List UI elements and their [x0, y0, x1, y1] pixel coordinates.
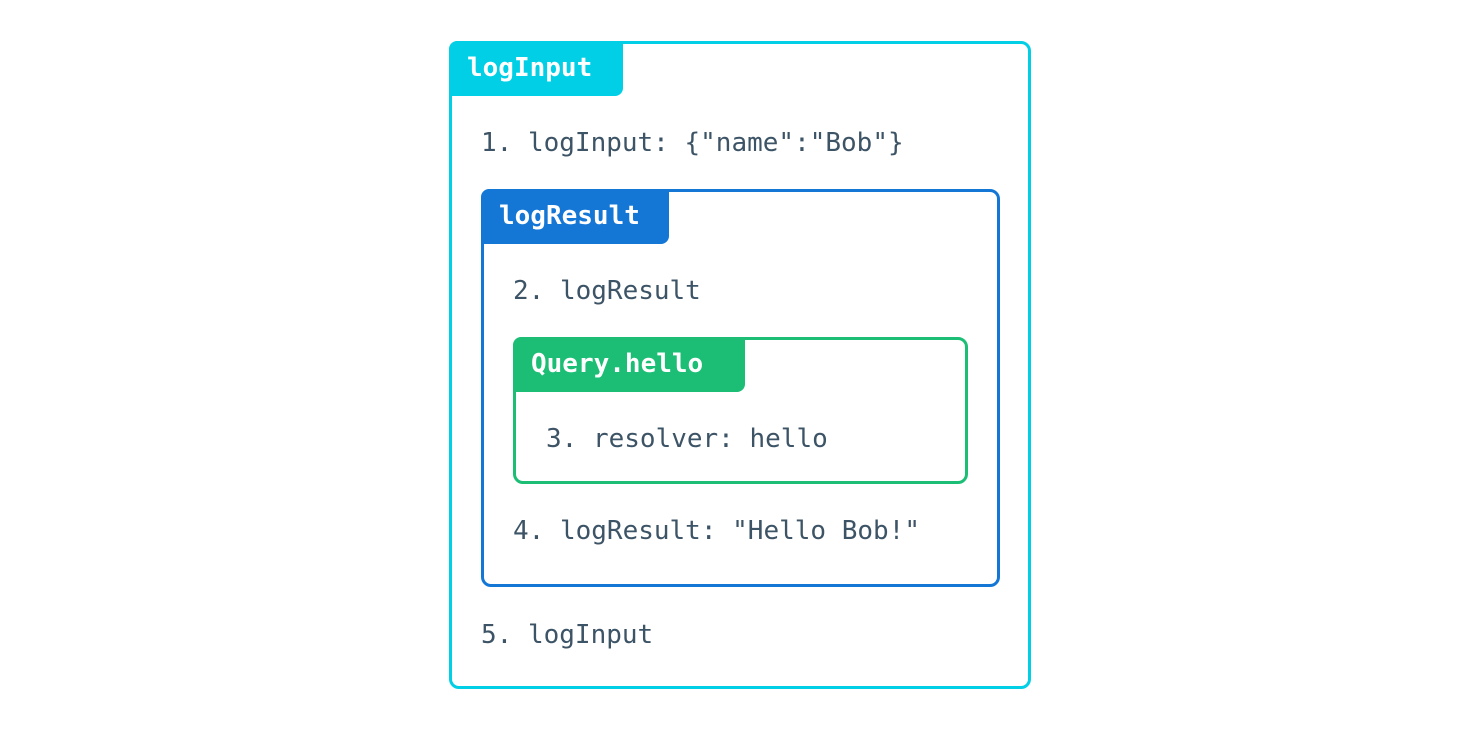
- step-5-text: 5. logInput: [481, 620, 654, 650]
- log-result-box: logResult: [481, 189, 1000, 587]
- step-2-text: 2. logResult: [513, 276, 701, 306]
- step-1-text: 1. logInput: {"name":"Bob"}: [481, 128, 904, 158]
- query-hello-label: Query.hello: [513, 337, 745, 392]
- step-3-text: 3. resolver: hello: [546, 424, 828, 454]
- log-result-label: logResult: [481, 189, 669, 244]
- step-4-text: 4. logResult: "Hello Bob!": [513, 516, 920, 546]
- log-input-label: logInput: [449, 41, 623, 96]
- log-input-box: logInput: [449, 41, 1031, 689]
- query-hello-box: Query.hello: [513, 337, 968, 484]
